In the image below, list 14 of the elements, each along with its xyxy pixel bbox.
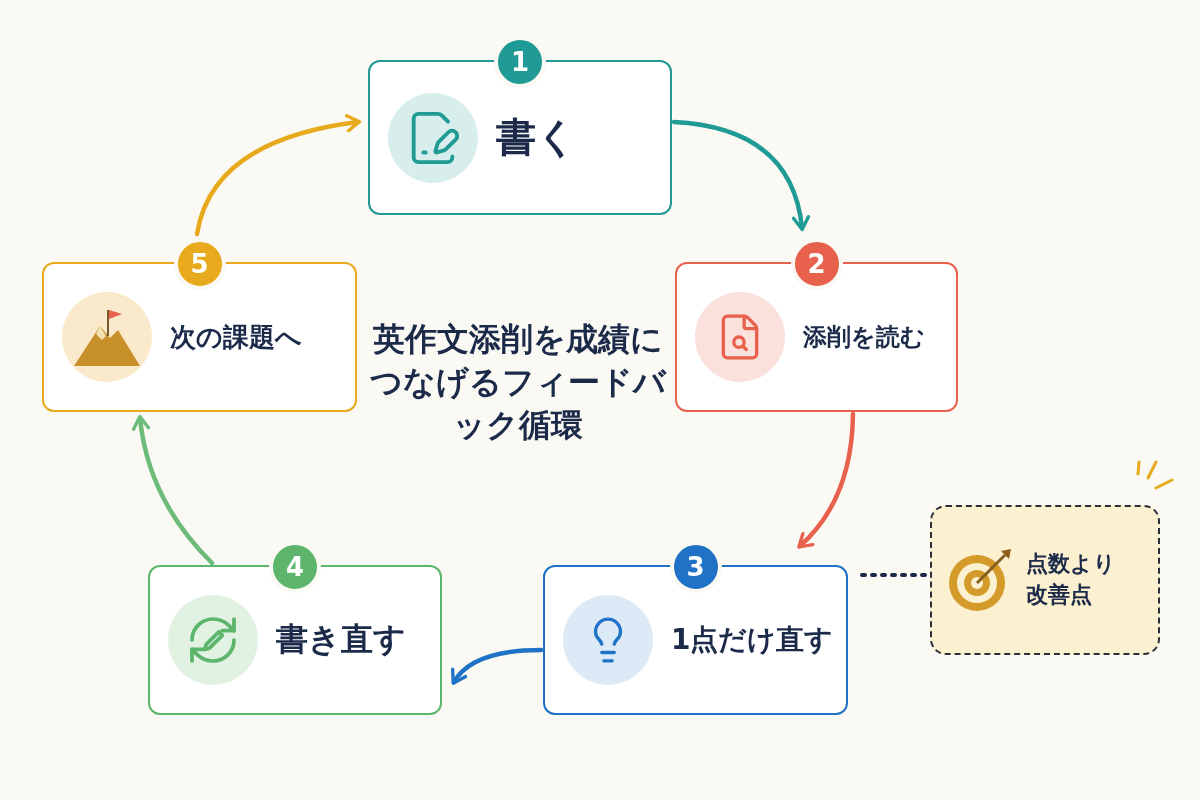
arrow (194, 114, 362, 237)
arrow (671, 119, 810, 232)
step-label: 次の課題へ (170, 320, 302, 354)
arrow (451, 647, 544, 685)
step-label: 添削を読む (803, 322, 925, 353)
arrow (132, 414, 215, 566)
step-label: 書く (496, 113, 577, 162)
note-text: 点数より改善点 (1026, 550, 1117, 609)
arrow (797, 411, 856, 549)
note-box (930, 505, 1160, 655)
diagram-title: 英作文添削を成績につなげるフィードバック循環 (369, 319, 668, 447)
step-label: 書き直す (276, 619, 406, 660)
connector-line (860, 573, 928, 577)
step-label: 1点だけ直す (671, 622, 834, 658)
